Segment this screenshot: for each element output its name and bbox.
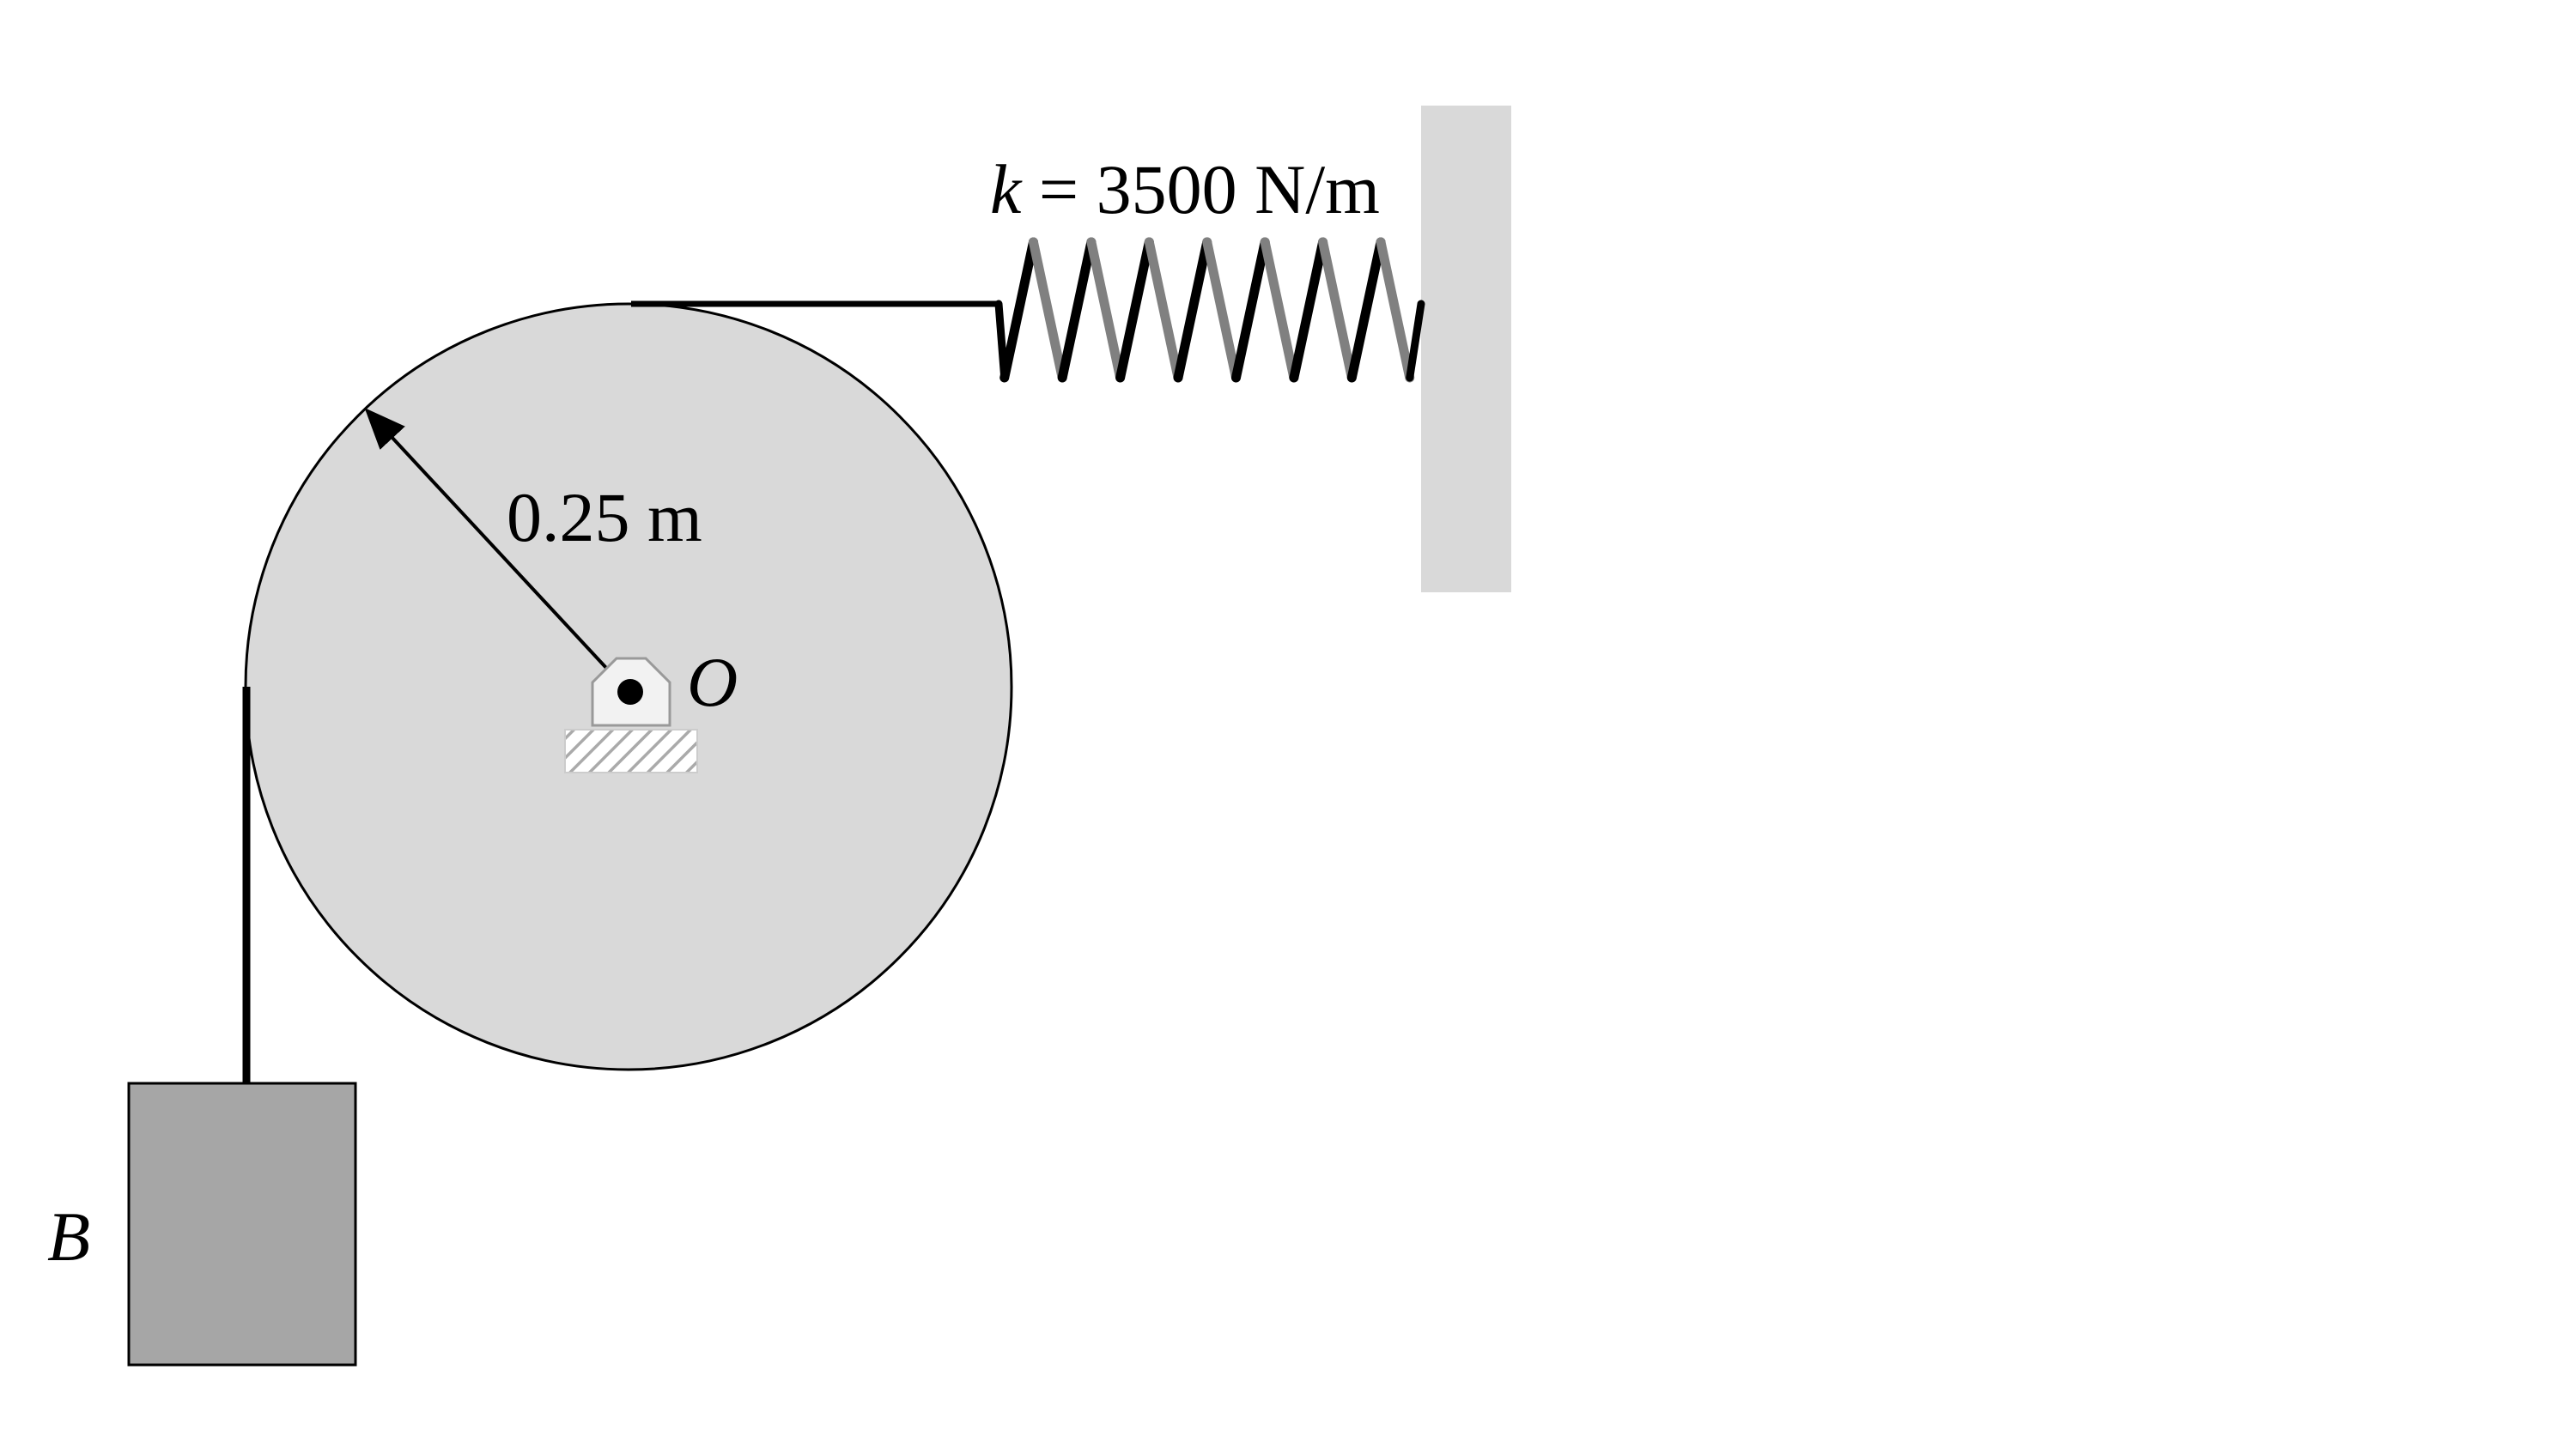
spring-tail-15 <box>1406 300 1425 382</box>
spring-back-strand-6 <box>1144 237 1183 383</box>
ground-hatch <box>564 729 698 773</box>
pin-support <box>564 657 698 773</box>
spring-front-strand-9 <box>1230 237 1270 383</box>
spring-constant-label: k = 3500 N/m <box>990 150 1380 228</box>
spring-front-strand-13 <box>1346 237 1386 383</box>
pin-center <box>617 679 643 705</box>
radius-label: 0.25 m <box>507 478 702 556</box>
spring-back-strand-10 <box>1260 237 1299 383</box>
fixed-wall <box>1421 106 1511 592</box>
spring-front-strand-7 <box>1173 237 1212 383</box>
block-b <box>127 1082 357 1367</box>
spring-front-strand-1 <box>999 237 1038 383</box>
spring-front-strand-3 <box>1057 237 1097 383</box>
spring-back-strand-8 <box>1202 237 1241 383</box>
spring-front-strand-11 <box>1289 237 1328 383</box>
spring <box>994 237 1425 383</box>
center-label: O <box>687 643 738 721</box>
radius-arrow <box>364 408 630 694</box>
spring-back-strand-2 <box>1028 237 1067 383</box>
spring-back-strand-12 <box>1318 237 1357 383</box>
block-label: B <box>47 1197 90 1276</box>
spring-front-strand-5 <box>1115 237 1154 383</box>
spring-back-strand-14 <box>1376 237 1415 383</box>
spring-back-strand-4 <box>1086 237 1126 383</box>
